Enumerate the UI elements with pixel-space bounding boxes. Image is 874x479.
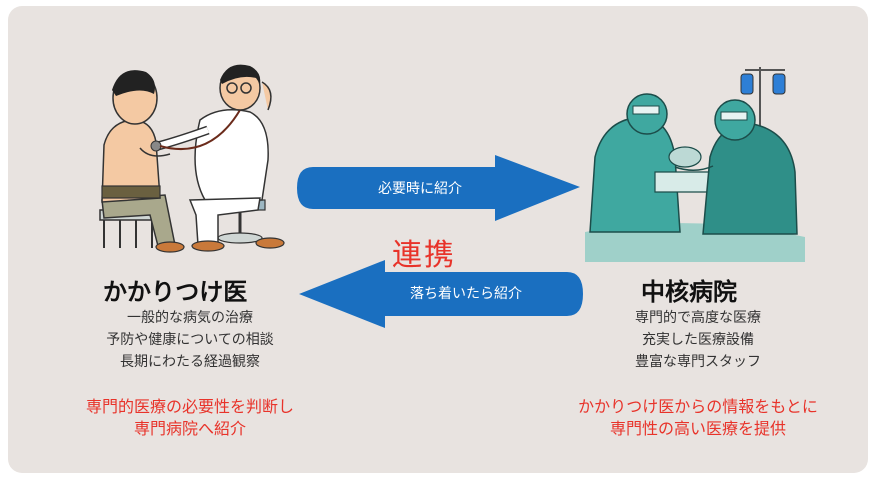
forward-arrow-label: 必要時に紹介: [378, 181, 462, 197]
hospital-description: 専門的で高度な医療 充実した医療設備 豊富な専門スタッフ: [578, 307, 818, 373]
doctor-patient-illustration: [99, 64, 285, 253]
hospital-desc-line: 豊富な専門スタッフ: [635, 354, 761, 370]
hospital-note-line: かかりつけ医からの情報をもとに: [578, 397, 818, 416]
surgery-team-illustration: [585, 67, 805, 262]
hospital-title: 中核病院: [641, 278, 737, 306]
cooperation-label: 連携: [392, 238, 456, 273]
forward-arrow: [297, 155, 580, 221]
clinic-desc-line: 一般的な病気の治療: [127, 310, 253, 326]
back-arrow-label: 落ち着いたら紹介: [410, 286, 522, 302]
clinic-title: かかりつけ医: [103, 278, 248, 306]
clinic-desc-line: 長期にわたる経過観察: [120, 354, 260, 370]
hospital-note: かかりつけ医からの情報をもとに 専門性の高い医療を提供: [538, 396, 858, 440]
back-arrow: [299, 260, 583, 328]
hospital-note-line: 専門性の高い医療を提供: [609, 419, 786, 438]
clinic-note-line: 専門病院へ紹介: [133, 419, 246, 438]
hospital-desc-line: 充実した医療設備: [642, 332, 754, 348]
clinic-desc-line: 予防や健康についての相談: [106, 332, 274, 348]
clinic-description: 一般的な病気の治療 予防や健康についての相談 長期にわたる経過観察: [70, 307, 310, 373]
clinic-note-line: 専門的医療の必要性を判断し: [85, 397, 294, 416]
hospital-desc-line: 専門的で高度な医療: [635, 310, 761, 326]
clinic-note: 専門的医療の必要性を判断し 専門病院へ紹介: [40, 396, 340, 440]
